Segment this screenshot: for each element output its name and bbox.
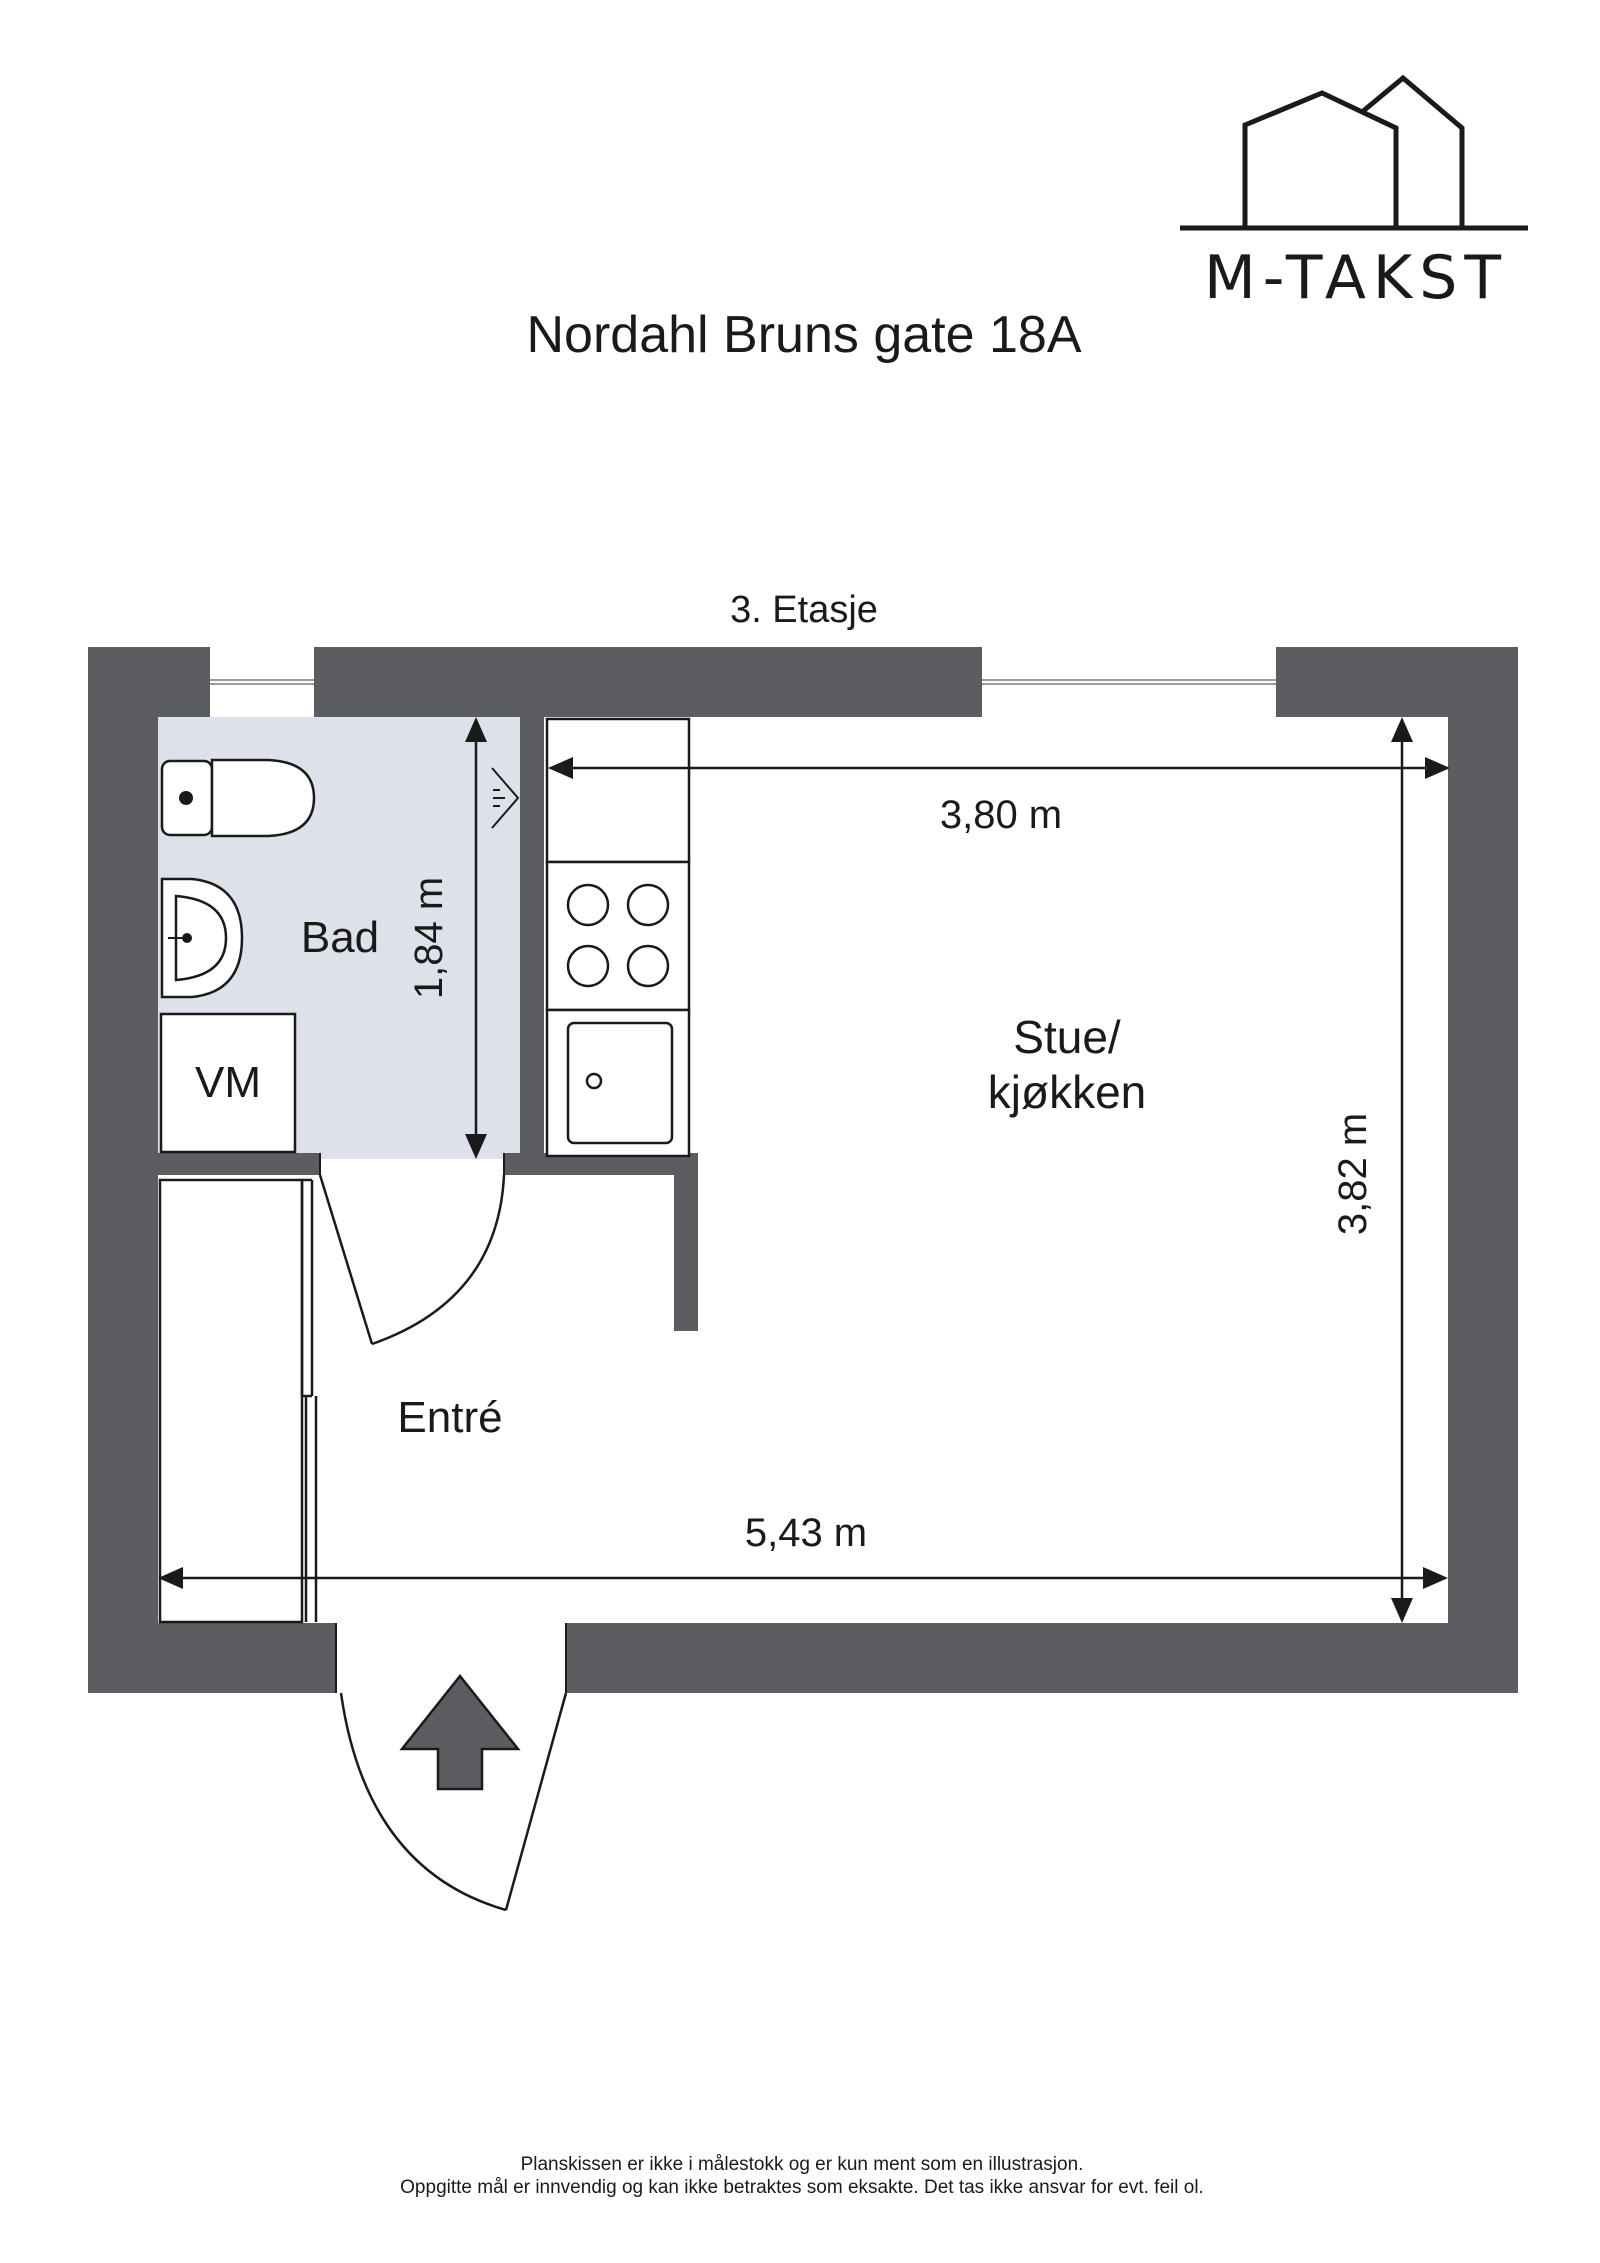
floor-label: 3. Etasje	[730, 589, 878, 631]
room-label-bathroom: Bad	[301, 913, 379, 962]
dimension-label-total-width: 5,43 m	[745, 1511, 867, 1555]
bathroom-wall-bottom-left	[158, 1153, 320, 1175]
ventilation-icon	[491, 767, 520, 829]
interior-walls	[158, 717, 698, 1331]
logo-text: M-TAKST	[1204, 243, 1508, 313]
wardrobe	[158, 1178, 318, 1624]
dimension-label-living-height: 3,82 m	[1331, 1113, 1375, 1235]
company-logo	[1180, 74, 1528, 231]
bathroom-wall-bottom-right	[504, 1153, 694, 1175]
disclaimer-line2: Oppgitte mål er innvendig og kan ikke be…	[400, 2177, 1204, 2198]
sink-icon	[160, 877, 244, 999]
dimension-label-bathroom-height: 1,84 m	[407, 877, 451, 999]
stove	[545, 860, 691, 1012]
kitchen-sink-icon	[566, 1021, 674, 1145]
bathroom-door	[318, 1174, 506, 1346]
dimension-living-height	[1391, 717, 1413, 1623]
window-living-room	[982, 647, 1276, 717]
logo-house-left	[1242, 90, 1399, 228]
room-label-living-line1: Stue/	[1013, 1011, 1121, 1063]
kitchen-partition-wall	[674, 1153, 698, 1331]
toilet-icon	[160, 758, 316, 838]
counter-top-section	[545, 717, 691, 864]
dimension-bathroom-height	[465, 717, 487, 1159]
washing-machine	[159, 1012, 297, 1154]
address-title: Nordahl Bruns gate 18A	[526, 306, 1081, 364]
entrance-door	[339, 1692, 568, 1912]
dimension-total-width	[158, 1567, 1448, 1589]
bathroom-wall-right	[520, 717, 544, 1159]
entrance-arrow-icon	[399, 1673, 521, 1791]
room-label-living-line2: kjøkken	[988, 1066, 1146, 1118]
dimension-living-width	[548, 757, 1450, 779]
entrance-door-opening	[335, 1623, 567, 1693]
washer-label: VM	[195, 1058, 261, 1107]
logo-house-right	[1360, 74, 1465, 228]
dimension-label-living-width: 3,80 m	[940, 793, 1062, 837]
window-bathroom	[210, 647, 314, 717]
disclaimer-line1: Planskissen er ikke i målestokk og er ku…	[521, 2154, 1084, 2175]
stove-burner-icons	[566, 883, 670, 988]
room-label-entry: Entré	[397, 1393, 502, 1442]
